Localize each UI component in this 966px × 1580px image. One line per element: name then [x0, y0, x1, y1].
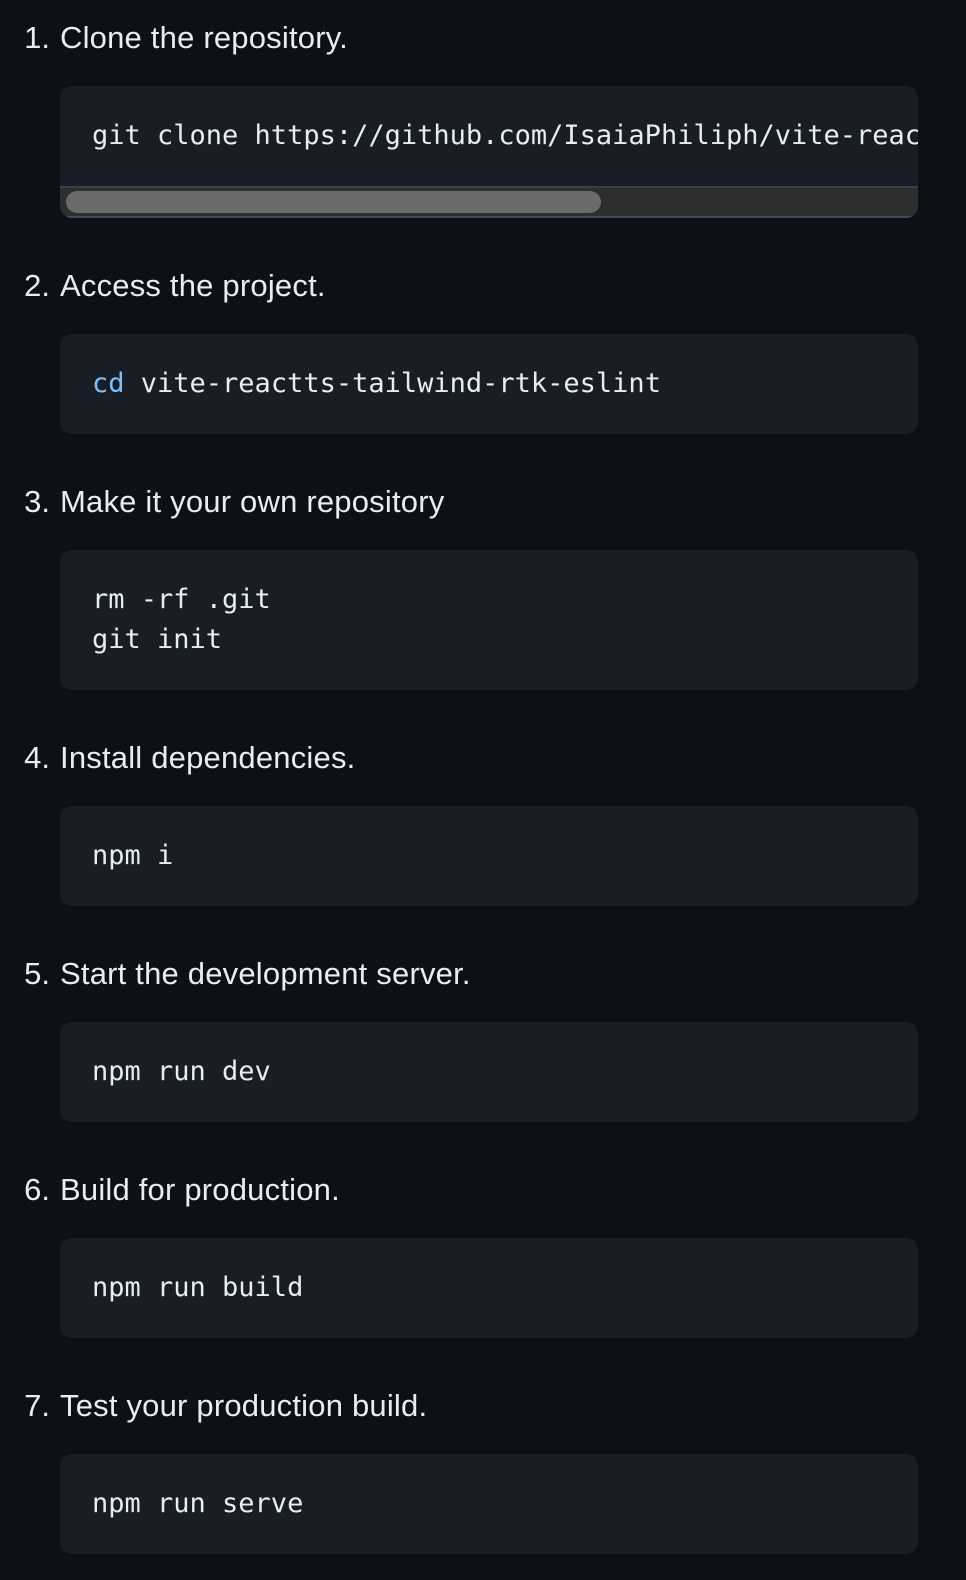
code-segment: vite-reactts-tailwind-rtk-eslint: [124, 368, 661, 399]
code-line: npm run serve: [92, 1484, 886, 1524]
step-title: Access the project.: [60, 268, 326, 303]
code-segment: npm i: [92, 840, 174, 871]
code-content: npm run dev: [60, 1022, 918, 1122]
step-item: 6. Build for production. npm run build: [0, 1166, 918, 1338]
code-line: git clone https://github.com/IsaiaPhilip…: [92, 116, 918, 156]
code-content: rm -rf .git git init: [60, 550, 918, 690]
code-segment: npm run build: [92, 1272, 304, 1303]
code-line: cd vite-reactts-tailwind-rtk-eslint: [92, 364, 886, 404]
step-title: Build for production.: [60, 1172, 340, 1207]
code-content: npm i: [60, 806, 918, 906]
step-item: 4. Install dependencies. npm i: [0, 734, 918, 906]
code-block: npm run dev: [60, 1022, 918, 1122]
code-segment: git clone https://github.com/IsaiaPhilip…: [92, 120, 918, 151]
step-number: 6.: [24, 1172, 50, 1207]
steps-list: 1. Clone the repository. git clone https…: [0, 14, 918, 1554]
step-number: 5.: [24, 956, 50, 991]
code-block: npm run build: [60, 1238, 918, 1338]
code-block: npm run serve: [60, 1454, 918, 1554]
code-content: git clone https://github.com/IsaiaPhilip…: [60, 86, 918, 186]
code-segment: npm run serve: [92, 1488, 304, 1519]
code-segment: cd: [92, 368, 125, 399]
code-block: cd vite-reactts-tailwind-rtk-eslint: [60, 334, 918, 434]
code-content: cd vite-reactts-tailwind-rtk-eslint: [60, 334, 918, 434]
code-segment: git init: [92, 624, 223, 655]
code-line: rm -rf .git: [92, 580, 886, 620]
code-content: npm run serve: [60, 1454, 918, 1554]
step-title: Start the development server.: [60, 956, 471, 991]
step-item: 5. Start the development server. npm run…: [0, 950, 918, 1122]
step-number: 7.: [24, 1388, 50, 1423]
code-line: git init: [92, 620, 886, 660]
code-block: npm i: [60, 806, 918, 906]
code-segment: npm run dev: [92, 1056, 271, 1087]
step-number: 2.: [24, 268, 50, 303]
step-title: Install dependencies.: [60, 740, 356, 775]
step-title: Clone the repository.: [60, 20, 348, 55]
step-number: 1.: [24, 20, 50, 55]
step-title: Make it your own repository: [60, 484, 445, 519]
horizontal-scrollbar-thumb[interactable]: [66, 191, 601, 213]
code-line: npm run dev: [92, 1052, 886, 1092]
step-number: 3.: [24, 484, 50, 519]
code-segment: rm -rf .git: [92, 584, 271, 615]
horizontal-scrollbar-track[interactable]: [60, 186, 918, 218]
code-block: rm -rf .git git init: [60, 550, 918, 690]
step-item: 2. Access the project. cd vite-reactts-t…: [0, 262, 918, 434]
step-number: 4.: [24, 740, 50, 775]
step-item: 7. Test your production build. npm run s…: [0, 1382, 918, 1554]
step-title: Test your production build.: [60, 1388, 428, 1423]
code-block: git clone https://github.com/IsaiaPhilip…: [60, 86, 918, 218]
step-item: 1. Clone the repository. git clone https…: [0, 14, 918, 218]
code-line: npm run build: [92, 1268, 886, 1308]
code-content: npm run build: [60, 1238, 918, 1338]
code-line: npm i: [92, 836, 886, 876]
step-item: 3. Make it your own repository rm -rf .g…: [0, 478, 918, 690]
